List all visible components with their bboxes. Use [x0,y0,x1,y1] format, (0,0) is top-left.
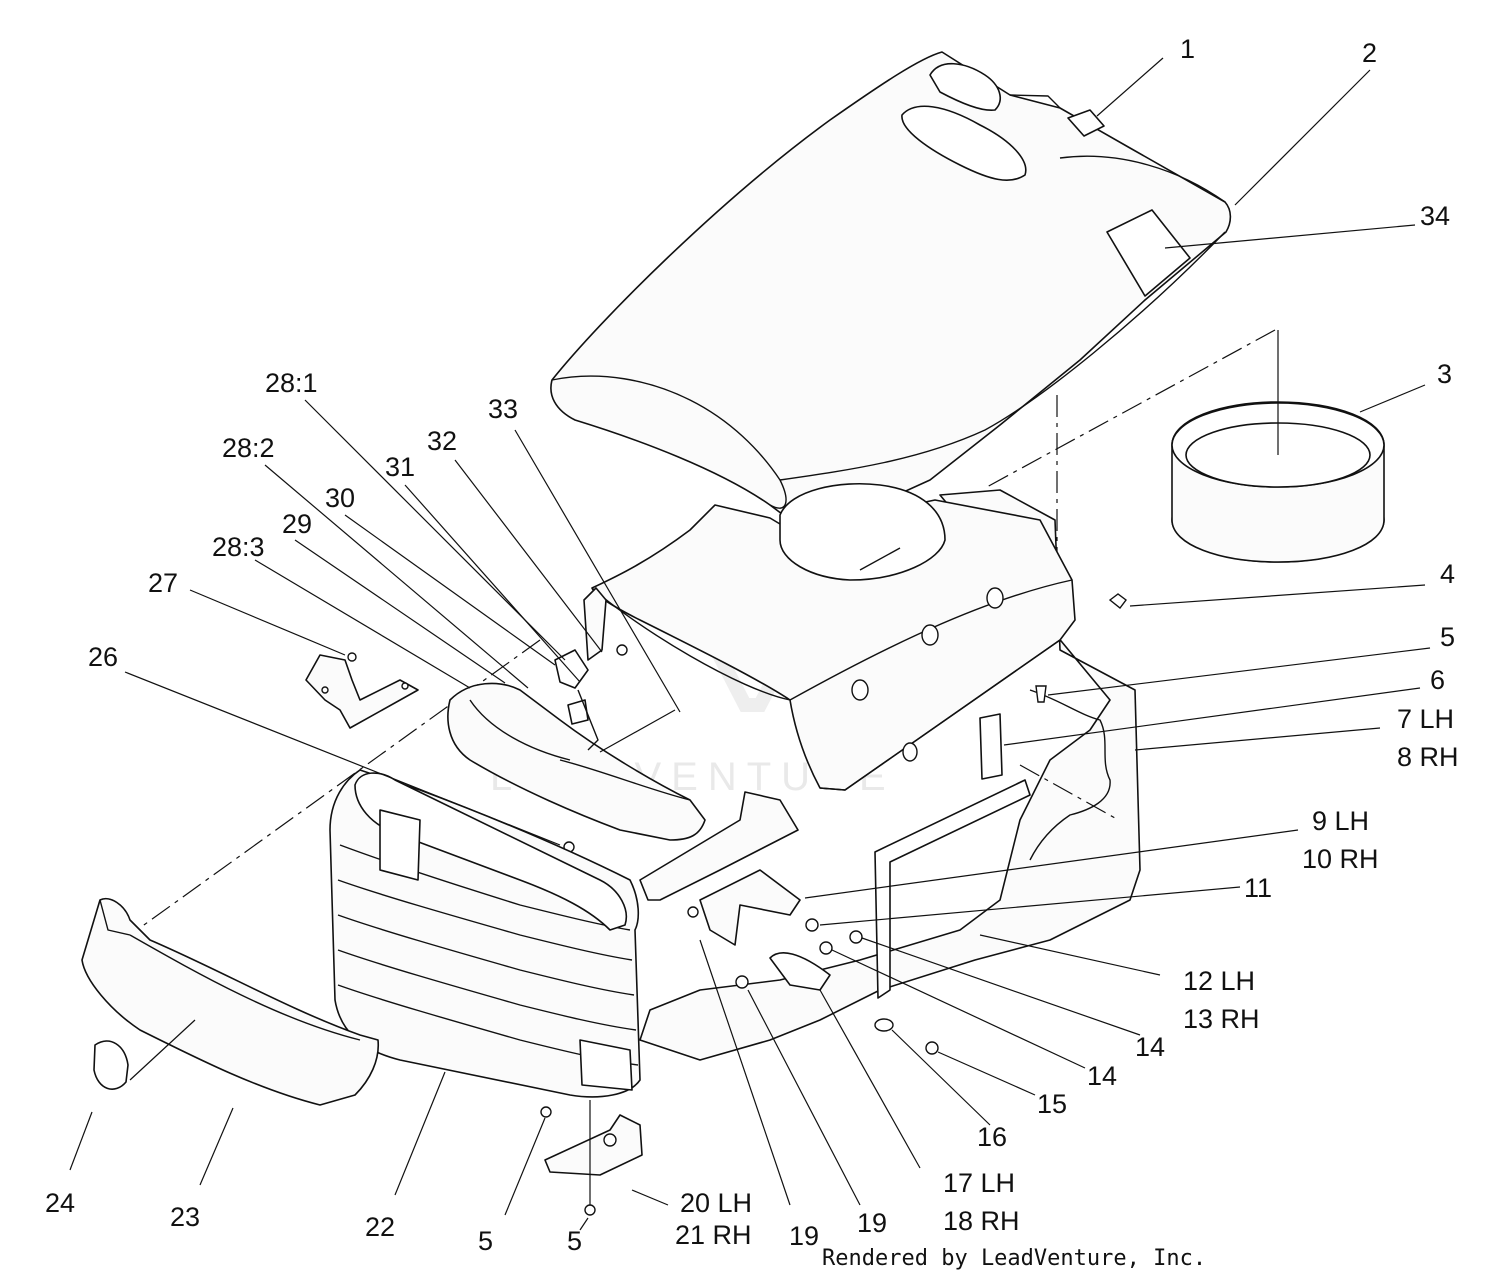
callout-31: 31 [385,452,415,482]
bracket-part-27 [305,652,419,729]
callout-23: 23 [170,1202,200,1232]
grille-part-22 [329,769,641,1098]
callout-32: 32 [427,426,457,456]
nut-part-19 [735,975,749,989]
callout-18-rh: 18 RH [943,1206,1020,1236]
ring-part-3 [1171,330,1385,563]
callout-24: 24 [45,1188,75,1218]
bottom-bracket-part-20-21 [540,1100,643,1216]
callout-9-lh: 9 LH [1312,806,1369,836]
nut-part-14b [819,941,833,955]
callout-28-1: 28:1 [265,368,318,398]
callout-16: 16 [977,1122,1007,1152]
callout-21-rh: 21 RH [675,1220,752,1250]
pad-part-6 [979,713,1003,780]
bumper-part-23 [81,898,380,1106]
callout-29: 29 [282,509,312,539]
side-frame-part-12-13 [874,779,1031,999]
callout-27: 27 [148,568,178,598]
callout-5-bottom-left: 5 [478,1226,493,1256]
hood-latch-part-1 [929,62,1001,111]
nut-part-14 [849,930,863,944]
engine-shroud [591,482,1076,791]
callout-22: 22 [365,1212,395,1242]
callout-33: 33 [488,394,518,424]
callout-2: 2 [1362,38,1377,68]
callout-13-rh: 13 RH [1183,1004,1260,1034]
headlight-housing-part-29 [447,682,706,841]
callout-3: 3 [1437,359,1452,389]
callout-10-rh: 10 RH [1302,844,1379,874]
leader-lines [69,57,1431,1231]
callout-17-lh: 17 LH [943,1168,1015,1198]
washer-part-16 [874,1018,894,1032]
callout-6: 6 [1430,665,1445,695]
callout-12-lh: 12 LH [1183,966,1255,996]
callout-7-lh: 7 LH [1397,704,1454,734]
callout-19-left: 19 [789,1221,819,1251]
bracket-part-17-18 [769,952,831,991]
bolt-part-5 [1035,685,1047,703]
callout-8-rh: 8 RH [1397,742,1459,772]
nut-part-11 [805,918,819,932]
callout-19-right: 19 [857,1208,887,1238]
callout-20-lh: 20 LH [680,1188,752,1218]
side-panel-part-7-8 [639,489,1141,1061]
callout-28-3: 28:3 [212,532,265,562]
credit-text: Rendered by LeadVenture, Inc. [822,1246,1206,1271]
bracket-part-32 [583,587,607,661]
centerline-rear-panel [1019,764,1116,819]
bolt-part-15 [925,1041,939,1055]
callout-28-2: 28:2 [222,433,275,463]
callout-15: 15 [1037,1089,1067,1119]
lamp-socket-parts [554,649,676,753]
callout-26: 26 [88,642,118,672]
centerline-ring [984,329,1276,489]
support-frame [639,791,801,946]
emblem-part-24 [93,1040,129,1090]
callout-14-left: 14 [1087,1061,1117,1091]
hood-pin-part-4 [1108,593,1127,609]
callout-14-right: 14 [1135,1032,1165,1062]
callout-5-upper: 5 [1440,622,1455,652]
hardware-group [563,841,939,1055]
hood-part-2 [550,51,1232,531]
callout-5-bottom-center: 5 [567,1226,582,1256]
screw-part-32 [616,644,628,656]
callout-1: 1 [1180,34,1195,64]
callout-34: 34 [1420,201,1450,231]
decal-part-34 [1106,209,1191,297]
callout-4: 4 [1440,559,1455,589]
callout-30: 30 [325,483,355,513]
callout-11: 11 [1244,873,1272,903]
